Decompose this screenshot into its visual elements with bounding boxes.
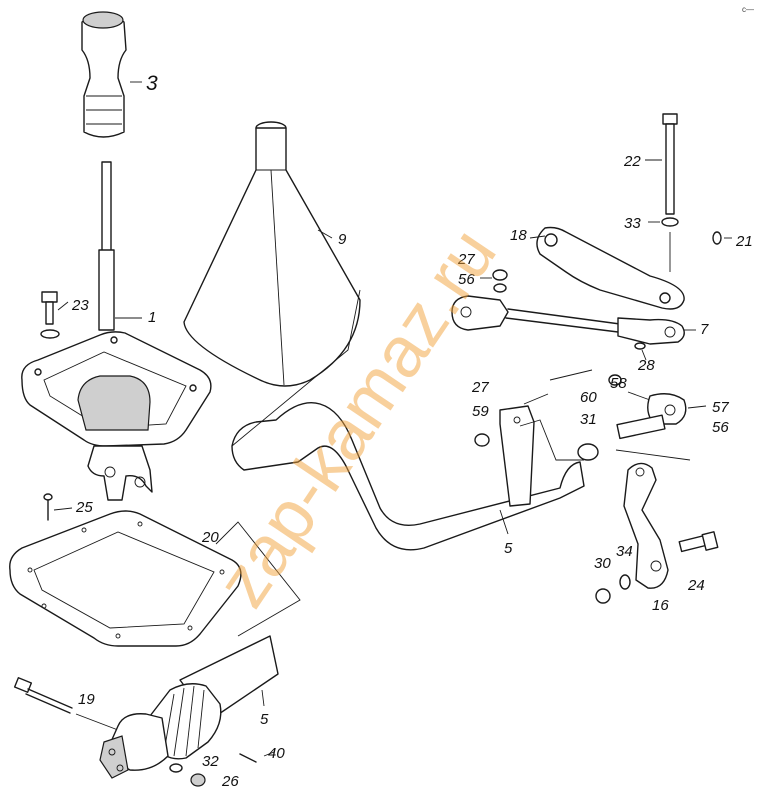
callout-20: 20	[201, 529, 219, 546]
selector-tube	[231, 402, 599, 551]
gasket-frame	[9, 510, 242, 647]
callout-numbers: 3 9 22 33 21 18 27 56 23 1 7 28 27 59 60…	[71, 72, 753, 790]
callout-27-mid: 27	[471, 379, 489, 396]
callout-58: 58	[610, 375, 627, 392]
nut-27-top	[492, 269, 508, 293]
callout-22: 22	[623, 153, 641, 170]
nut-59	[474, 433, 490, 447]
callout-32: 32	[202, 753, 219, 770]
callout-56-right: 56	[712, 419, 729, 436]
callout-31: 31	[580, 411, 597, 428]
callout-9: 9	[338, 231, 347, 248]
callout-27-top: 27	[457, 251, 475, 268]
bolt-22	[661, 113, 679, 272]
pin-19	[13, 677, 119, 731]
callout-19: 19	[78, 691, 95, 708]
lever-arm-16	[623, 462, 669, 589]
callout-21: 21	[735, 233, 753, 250]
bolt-23	[40, 291, 60, 339]
linkage-rod	[451, 295, 685, 350]
callout-24: 24	[687, 577, 705, 594]
callout-25: 25	[75, 499, 93, 516]
callout-56-top: 56	[458, 271, 475, 288]
callout-26: 26	[221, 773, 239, 790]
callout-5-lower: 5	[260, 711, 269, 728]
callout-57: 57	[712, 399, 729, 416]
pin-21	[712, 231, 722, 245]
callout-40: 40	[268, 745, 285, 762]
callout-leaders	[53, 81, 732, 757]
callout-60: 60	[580, 389, 597, 406]
callout-16: 16	[652, 597, 669, 614]
bellcrank-lever	[536, 226, 685, 310]
nut-30	[595, 588, 611, 604]
corner-mark: c—	[742, 5, 754, 14]
callout-5-upper: 5	[504, 540, 513, 557]
callout-1: 1	[148, 309, 156, 326]
callout-30: 30	[594, 555, 611, 572]
tube-end-boot	[99, 635, 279, 787]
rubber-boot	[183, 121, 361, 387]
callout-34: 34	[616, 543, 633, 560]
shift-lever-housing	[21, 161, 212, 501]
callout-18: 18	[510, 227, 527, 244]
washer-34	[619, 574, 631, 590]
callout-3: 3	[146, 72, 158, 95]
screw-25	[43, 493, 53, 521]
callout-7: 7	[700, 321, 709, 338]
connection-lines	[215, 289, 691, 637]
callout-59: 59	[472, 403, 489, 420]
bolt-24	[678, 531, 719, 553]
gear-knob	[81, 11, 127, 138]
callout-28: 28	[637, 357, 655, 374]
callout-23: 23	[71, 297, 89, 314]
ball-joint	[608, 374, 687, 440]
callout-33: 33	[624, 215, 641, 232]
